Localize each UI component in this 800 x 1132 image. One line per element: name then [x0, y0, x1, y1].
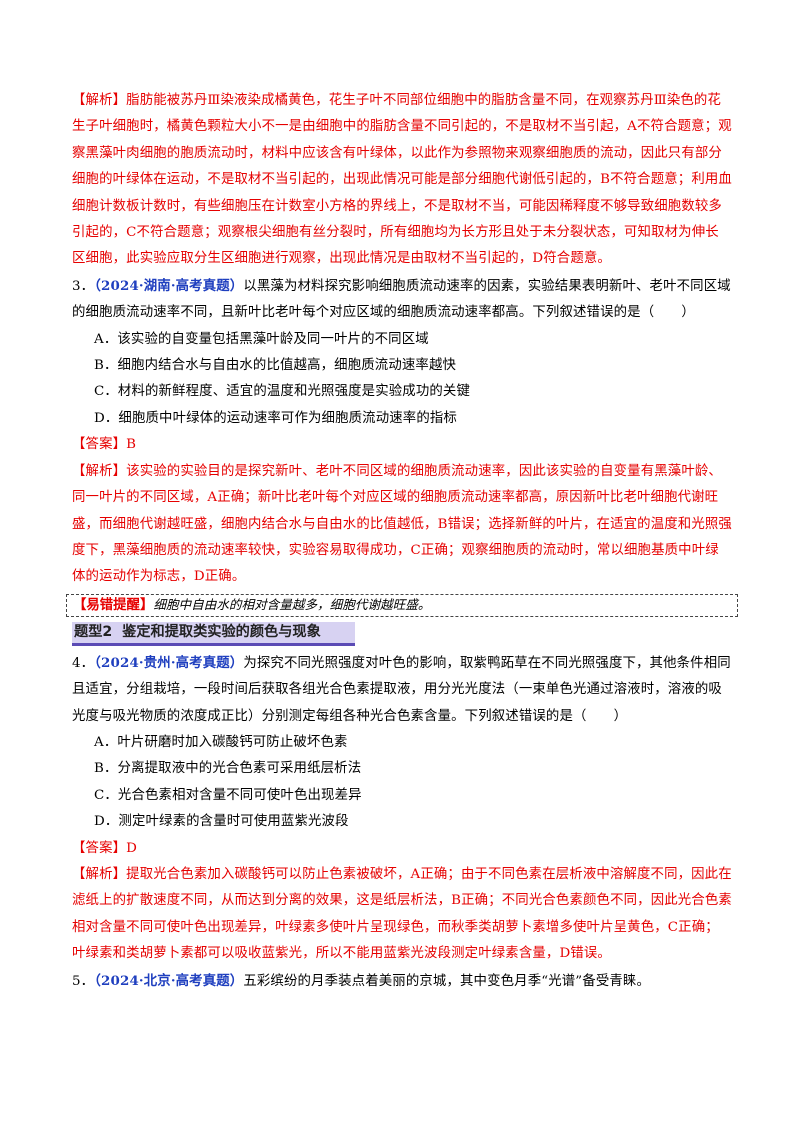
- option-c: C．光合色素相对含量不同可使叶色出现差异: [94, 787, 362, 803]
- analysis-q4: 【解析】提取光合色素加入碳酸钙可以防止色素被破坏，A正确；由于不同色素在层析液中…: [72, 866, 732, 962]
- option-b: B．分离提取液中的光合色素可采用纸层析法: [94, 761, 362, 777]
- question-number: 5．: [72, 973, 95, 989]
- question-3: 3．（2024·湖南·高考真题）以黑藻为材料探究影响细胞质流动速率的因素，实验结…: [72, 273, 732, 327]
- option-b: B．细胞内结合水与自由水的比值越高，细胞质流动速率越快: [94, 358, 457, 374]
- option-a: A．该实验的自变量包括黑藻叶龄及同一叶片的不同区域: [94, 331, 429, 347]
- question-5: 5．（2024·北京·高考真题）五彩缤纷的月季装点着美丽的京城，其中变色月季“光…: [72, 968, 732, 995]
- error-tip-box: 【易错提醒】细胞中自由水的相对含量越多，细胞代谢越旺盛。: [66, 593, 738, 617]
- error-tip-text: 细胞中自由水的相对含量越多，细胞代谢越旺盛。: [153, 596, 431, 612]
- option-d: D．细胞质中叶绿体的运动速率可作为细胞质流动速率的指标: [94, 410, 457, 426]
- question-stem: 以黑藻为材料探究影响细胞质流动速率的因素，实验结果表明新叶、老叶不同区域的细胞质…: [72, 278, 731, 321]
- answer-q4: 【答案】D: [72, 840, 138, 856]
- analysis-q3: 【解析】该实验的实验目的是探究新叶、老叶不同区域的细胞质流动速率，因此该实验的自…: [72, 463, 732, 585]
- question-stem: 五彩缤纷的月季装点着美丽的京城，其中变色月季“光谱”备受青睐。: [243, 973, 651, 989]
- option-a: A．叶片研磨时加入碳酸钙可防止破坏色素: [94, 734, 348, 750]
- answer-q3: 【答案】B: [72, 437, 137, 453]
- question-stem: 为探究不同光照强度对叶色的影响，取紫鸭跖草在不同光照强度下，其他条件相同且适宜，…: [72, 655, 731, 724]
- error-tip-label: 【易错提醒】: [73, 596, 154, 613]
- section-title: 鉴定和提取类实验的颜色与现象: [122, 623, 321, 640]
- option-c: C．材料的新鲜程度、适宜的温度和光照强度是实验成功的关键: [94, 384, 470, 400]
- question-source: （2024·湖南·高考真题）: [94, 277, 244, 294]
- question-number: 4．: [72, 655, 95, 671]
- option-d: D．测定叶绿素的含量时可使用蓝紫光波段: [94, 814, 349, 830]
- section-heading: 题型2 鉴定和提取类实验的颜色与现象: [72, 621, 355, 646]
- question-source: （2024·北京·高考真题）: [94, 972, 244, 989]
- question-number: 3．: [72, 278, 95, 294]
- section-label: 题型2: [74, 623, 113, 640]
- analysis-q2: 【解析】脂肪能被苏丹Ⅲ染液染成橘黄色，花生子叶不同部位细胞中的脂肪含量不同，在观…: [72, 93, 732, 267]
- question-4: 4．（2024·贵州·高考真题）为探究不同光照强度对叶色的影响，取紫鸭跖草在不同…: [72, 650, 732, 730]
- question-source: （2024·贵州·高考真题）: [94, 654, 244, 671]
- document-page: 【解析】脂肪能被苏丹Ⅲ染液染成橘黄色，花生子叶不同部位细胞中的脂肪含量不同，在观…: [66, 88, 738, 995]
